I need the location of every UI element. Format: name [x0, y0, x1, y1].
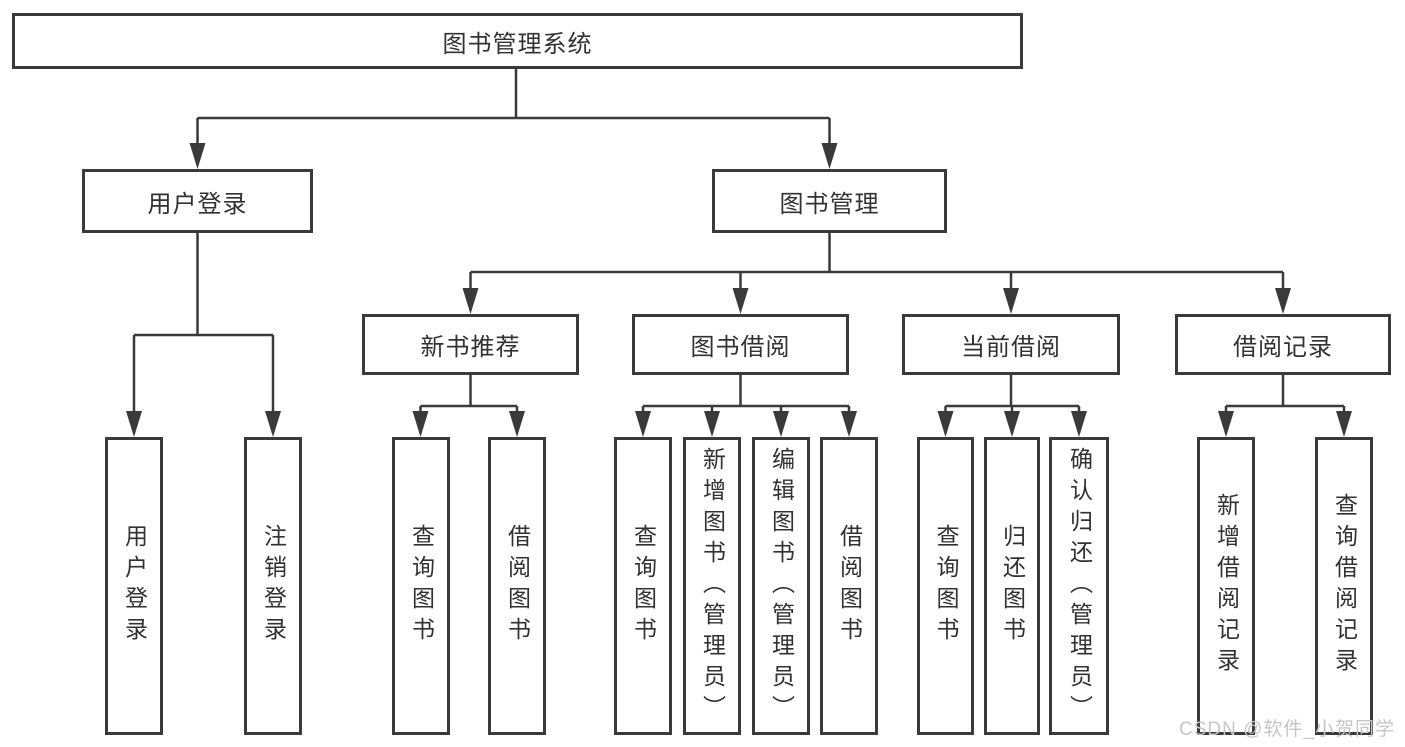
node-label: 用户登录 [121, 524, 148, 648]
node-user-login: 用户登录 [82, 169, 313, 233]
node-label: 查询图书 [408, 524, 435, 648]
leaf-edit-books-admin: 编辑图书（管理员） [752, 437, 810, 735]
connector-root-to-level2 [196, 69, 831, 165]
connector-book-borrow-children [641, 375, 851, 433]
node-label: 图书管理 [779, 190, 880, 218]
leaf-add-books-admin: 新增图书（管理员） [683, 437, 741, 735]
node-label: 借阅图书 [504, 524, 531, 648]
node-label: 当前借阅 [961, 334, 1061, 361]
node-current-borrow: 当前借阅 [902, 314, 1120, 375]
node-label: 确认归还（管理员） [1066, 446, 1093, 726]
node-label: 图书借阅 [690, 334, 791, 361]
arrowhead-icons [126, 143, 1352, 437]
leaf-return-books: 归还图书 [984, 437, 1040, 735]
connector-user-login-children [132, 233, 275, 433]
leaf-query-books-recommend: 查询图书 [392, 437, 450, 735]
leaf-confirm-return-admin: 确认归还（管理员） [1049, 437, 1109, 735]
node-borrow-records: 借阅记录 [1175, 314, 1391, 375]
node-label: 查询借阅记录 [1331, 493, 1358, 679]
node-label: 借阅记录 [1233, 334, 1333, 361]
node-label: 新增借阅记录 [1213, 493, 1240, 679]
node-book-management: 图书管理 [712, 169, 947, 233]
node-library-management-system: 图书管理系统 [12, 13, 1023, 69]
node-label: 查询图书 [933, 524, 959, 648]
node-label: 借阅图书 [836, 524, 863, 648]
node-label: 新增图书（管理员） [699, 446, 726, 726]
node-new-book-recommend: 新书推荐 [362, 314, 579, 375]
node-label: 注销登录 [260, 524, 287, 648]
leaf-query-books-borrow: 查询图书 [614, 437, 672, 735]
leaf-query-borrow-record: 查询借阅记录 [1315, 437, 1373, 735]
connector-borrow-records-children [1224, 375, 1346, 433]
connector-new-book-children [419, 375, 519, 433]
csdn-watermark: CSDN @软件_小贺同学 [1179, 719, 1395, 740]
leaf-logout: 注销登录 [244, 437, 302, 735]
leaf-borrow-books-recommend: 借阅图书 [488, 437, 546, 735]
node-book-borrow: 图书借阅 [632, 314, 849, 375]
node-label: 编辑图书（管理员） [768, 446, 795, 726]
node-label: 用户登录 [147, 190, 248, 218]
node-label: 查询图书 [630, 524, 657, 648]
node-label: 新书推荐 [420, 334, 521, 361]
leaf-query-books-current: 查询图书 [917, 437, 974, 735]
leaf-user-login: 用户登录 [105, 437, 163, 735]
connector-book-mgmt-children [469, 233, 1285, 310]
leaf-add-borrow-record: 新增借阅记录 [1197, 437, 1255, 735]
node-label: 图书管理系统 [442, 30, 593, 58]
leaf-borrow-books: 借阅图书 [820, 437, 878, 735]
node-label: 归还图书 [999, 524, 1026, 648]
